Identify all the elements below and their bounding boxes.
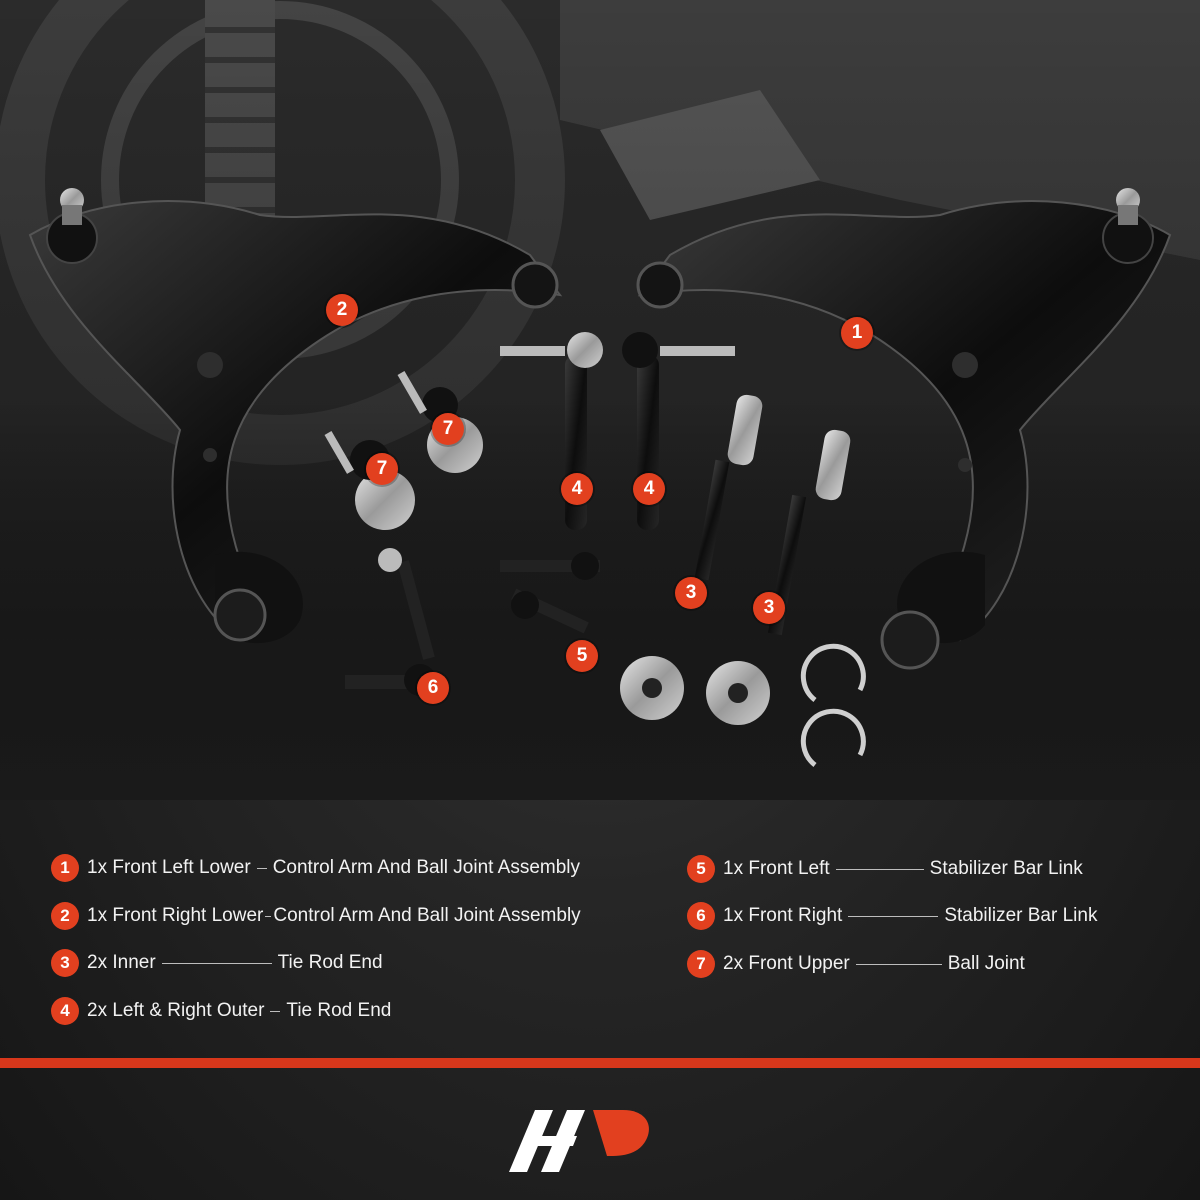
marker-4: 4 — [633, 473, 665, 505]
leader-line — [848, 915, 939, 917]
leader-line — [161, 962, 272, 964]
leader-line — [270, 1010, 281, 1012]
upper-ball-joints — [324, 370, 483, 530]
legend-number: 2 — [51, 902, 79, 930]
legend-part: Control Arm And Ball Joint Assembly — [272, 857, 581, 878]
accent-bar — [0, 1058, 1200, 1068]
legend-part: Stabilizer Bar Link — [929, 858, 1083, 879]
legend-quantity: 1x Front Right — [723, 905, 843, 926]
legend-quantity: 1x Front Right Lower — [87, 905, 264, 926]
leader-line — [265, 915, 272, 917]
legend-quantity: 2x Front Upper — [723, 953, 850, 974]
marker-5: 5 — [566, 640, 598, 672]
parts-illustration — [28, 188, 1172, 767]
legend-quantity: 1x Front Left — [723, 858, 830, 879]
legend-number: 5 — [687, 855, 715, 883]
legend-quantity: 2x Left & Right Outer — [87, 1000, 265, 1021]
brand-logo-icon — [509, 1110, 649, 1172]
legend-number: 3 — [51, 949, 79, 977]
marker-6: 6 — [417, 672, 449, 704]
legend-quantity: 2x Inner — [87, 952, 156, 973]
marker-1: 1 — [841, 317, 873, 349]
legend-number: 1 — [51, 854, 79, 882]
legend-number: 7 — [687, 950, 715, 978]
legend-item: 5 1x Front Left Stabilizer Bar Link — [687, 852, 1083, 886]
legend-part: Tie Rod End — [277, 952, 383, 973]
legend-part: Control Arm And Ball Joint Assembly — [273, 905, 581, 926]
legend-number: 6 — [687, 902, 715, 930]
legend-quantity: 1x Front Left Lower — [87, 857, 251, 878]
marker-7: 7 — [366, 453, 398, 485]
legend-part: Stabilizer Bar Link — [944, 905, 1098, 926]
marker-7: 7 — [432, 413, 464, 445]
control-arm-front-right — [28, 188, 563, 644]
parts-legend: 1 1x Front Left Lower Control Arm And Ba… — [0, 840, 1200, 1050]
legend-number: 4 — [51, 997, 79, 1025]
leader-line — [855, 963, 942, 965]
marker-2: 2 — [326, 294, 358, 326]
outer-tie-rod-ends — [500, 332, 735, 530]
legend-item: 4 2x Left & Right Outer Tie Rod End — [51, 994, 391, 1028]
leader-line — [256, 867, 267, 869]
marker-3: 3 — [675, 577, 707, 609]
marker-4: 4 — [561, 473, 593, 505]
legend-item: 7 2x Front Upper Ball Joint — [687, 947, 1025, 981]
legend-item: 6 1x Front Right Stabilizer Bar Link — [687, 899, 1097, 933]
stabilizer-bar-links — [345, 548, 600, 696]
marker-3: 3 — [753, 592, 785, 624]
leader-line — [835, 868, 924, 870]
legend-part: Ball Joint — [947, 953, 1025, 974]
legend-item: 3 2x Inner Tie Rod End — [51, 946, 383, 980]
legend-item: 2 1x Front Right Lower Control Arm And B… — [51, 899, 581, 933]
inner-tie-rod-ends — [694, 394, 851, 636]
legend-part: Tie Rod End — [286, 1000, 392, 1021]
washers-and-clips — [620, 643, 866, 767]
control-arm-front-left — [636, 188, 1172, 670]
legend-item: 1 1x Front Left Lower Control Arm And Ba… — [51, 851, 580, 885]
